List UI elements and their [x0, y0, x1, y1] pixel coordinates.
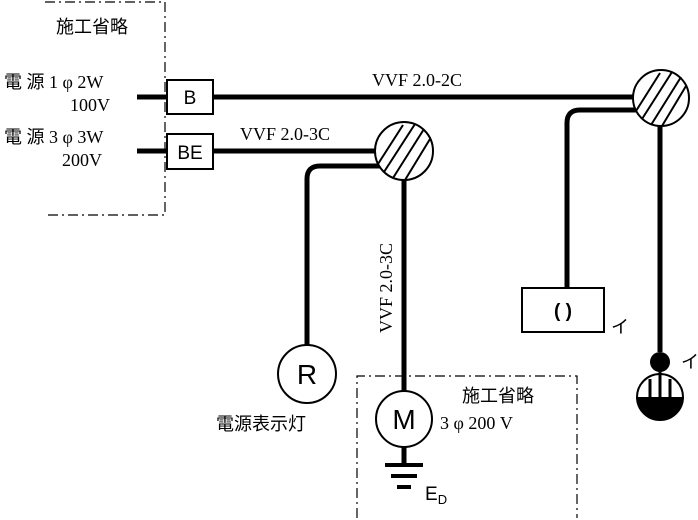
motor-letter: M: [392, 404, 415, 435]
motor-symbol: [375, 390, 433, 448]
pilot-lamp-caption: 電源表示灯: [216, 414, 306, 435]
breaker-be-label: BE: [177, 143, 202, 164]
cable-label-3c: VVF 2.0-3C: [240, 124, 330, 144]
omitted-area-top-left: [45, 1, 166, 216]
breaker-b: [166, 79, 214, 115]
source-3ph-voltage: 200V: [62, 150, 102, 170]
cable-label-vertical: VVF 2.0-3C: [376, 243, 396, 333]
breaker-be: [166, 133, 214, 170]
wire-to-pilot-lamp: [304, 163, 381, 345]
source-1ph-voltage: 100V: [70, 95, 110, 115]
cable-label-2c: VVF 2.0-2C: [372, 70, 462, 90]
motor-spec: 3 φ 200 V: [440, 413, 513, 433]
pilot-lamp-symbol: [277, 344, 337, 404]
outlet-symbol-text: ( ): [554, 301, 572, 322]
outlet-symbol: [521, 287, 605, 333]
switch-dot-icon: [650, 352, 670, 372]
earth-icon: [385, 463, 423, 489]
pilot-lamp-letter: R: [297, 359, 317, 390]
lighting-fixture-icon: [636, 372, 684, 421]
source-3ph-label: 電 源 3 φ 3W: [4, 127, 103, 147]
outlet-tag: イ: [611, 317, 629, 338]
source-1ph-label: 電 源 1 φ 2W: [4, 72, 103, 92]
wire-to-outlet: [564, 107, 640, 288]
junction-box-center: [374, 121, 434, 181]
breaker-b-label: B: [184, 88, 197, 109]
switch-tag: イ: [681, 352, 698, 373]
omitted-label-top: 施工省略: [56, 17, 128, 38]
junction-box-right: [632, 69, 690, 127]
earth-label: ED: [425, 484, 447, 507]
omitted-label-motor: 施工省略: [462, 386, 534, 407]
